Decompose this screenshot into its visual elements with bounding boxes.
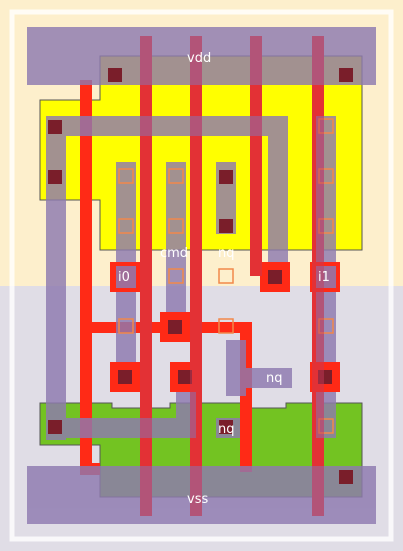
vdd-rail [27,27,376,85]
label-i1: i1 [318,270,330,285]
label-vdd: vdd [187,51,211,66]
metal2-layer [140,36,324,516]
metal2-contacts [110,262,340,392]
label-nq-mid: nq [266,371,283,386]
cell-boundary [9,9,394,542]
label-vss: vss [187,492,208,507]
label-nq-top: nq [218,246,235,261]
contact-layer [48,68,353,484]
vss-rail [27,466,376,524]
label-nq-low: nq [218,422,235,437]
via-layer [118,118,334,434]
label-cmd: cmd [160,246,188,261]
label-i0: i0 [118,270,130,285]
